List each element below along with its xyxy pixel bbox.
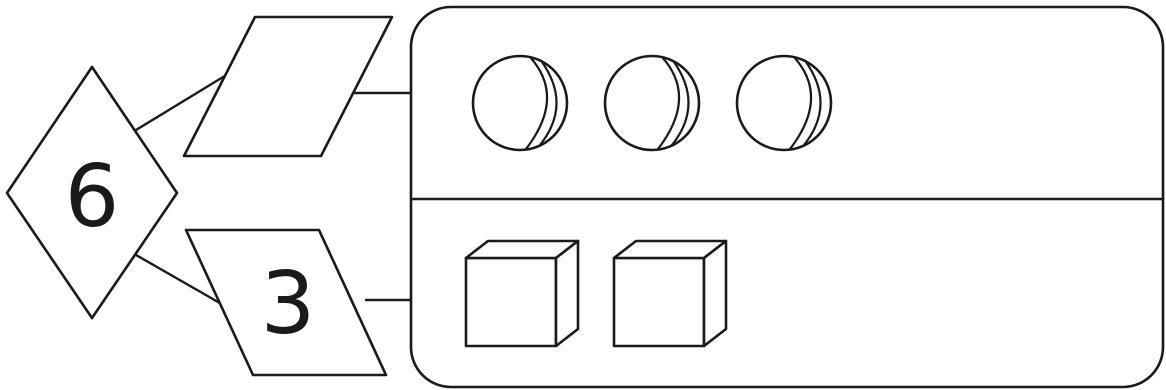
- whole-value: 6: [65, 147, 120, 247]
- part-bottom-value: 3: [261, 254, 316, 354]
- part-parallelogram-top: [184, 17, 392, 156]
- part-parallelogram-bottom: 3: [186, 230, 386, 375]
- sphere-icon: [605, 56, 699, 150]
- picture-box: [411, 7, 1163, 387]
- whole-diamond: 6: [7, 67, 177, 318]
- cube-icon: [614, 241, 726, 346]
- part-top-shape[interactable]: [184, 17, 392, 156]
- cube-icon: [466, 241, 578, 346]
- sphere-icon: [473, 56, 567, 150]
- sphere-icon: [737, 56, 831, 150]
- sphere-row: [473, 56, 831, 150]
